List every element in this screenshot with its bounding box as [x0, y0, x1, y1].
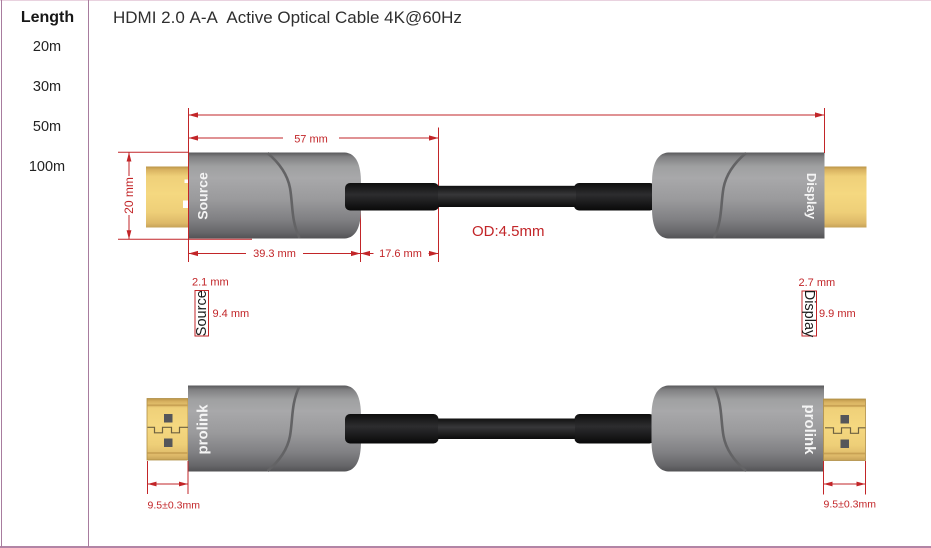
svg-text:Source: Source: [195, 172, 211, 220]
svg-text:2.7 mm: 2.7 mm: [799, 277, 836, 289]
svg-text:2.1 mm: 2.1 mm: [192, 277, 229, 289]
svg-text:Display: Display: [804, 173, 819, 220]
svg-text:17.6 mm: 17.6 mm: [379, 248, 422, 260]
svg-text:9.5±0.3mm: 9.5±0.3mm: [148, 500, 201, 512]
svg-text:prolink: prolink: [195, 404, 212, 455]
svg-text:Display: Display: [801, 290, 817, 338]
svg-text:20 mm: 20 mm: [122, 177, 136, 214]
svg-text:Source: Source: [194, 290, 210, 336]
svg-text:57 mm: 57 mm: [294, 134, 328, 146]
svg-text:prolink: prolink: [801, 404, 818, 455]
svg-text:9.5±0.3mm: 9.5±0.3mm: [824, 499, 877, 511]
svg-text:OD:4.5mm: OD:4.5mm: [472, 223, 545, 240]
svg-text:9.4 mm: 9.4 mm: [213, 308, 250, 320]
svg-text:9.9 mm: 9.9 mm: [819, 308, 856, 320]
svg-text:39.3 mm: 39.3 mm: [253, 248, 296, 260]
